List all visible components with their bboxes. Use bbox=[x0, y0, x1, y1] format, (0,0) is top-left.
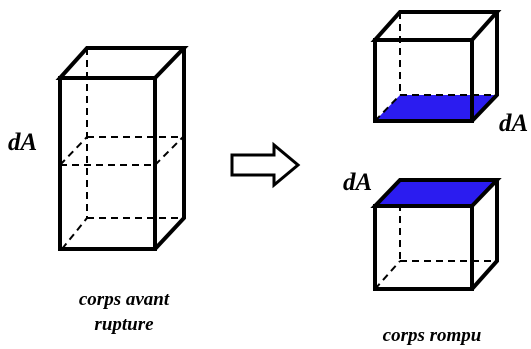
upper-side-edges bbox=[470, 12, 499, 123]
intact-top-face bbox=[55, 46, 189, 80]
caption-after: corps rompu bbox=[383, 325, 482, 346]
caption-before-line-1: corps avant bbox=[79, 289, 170, 310]
section-plane-right-edge bbox=[154, 136, 184, 166]
caption-before-line-2: rupture bbox=[94, 314, 154, 335]
area-label-lower-fragment: dA bbox=[343, 169, 372, 196]
fracture-surface-lower bbox=[375, 180, 497, 206]
intact-body bbox=[55, 46, 189, 251]
right-arrow-icon bbox=[230, 141, 301, 189]
intact-hidden-bottom-depth-edge bbox=[61, 217, 88, 250]
intact-front-face bbox=[58, 76, 157, 251]
lower-side-edges bbox=[470, 180, 499, 291]
upper-front-face bbox=[373, 38, 474, 123]
lower-front-face bbox=[373, 204, 474, 291]
lower-fragment bbox=[370, 178, 502, 291]
upper-hidden-depth-edge bbox=[374, 94, 401, 122]
upper-fragment bbox=[370, 10, 502, 123]
upper-top-face bbox=[370, 10, 502, 42]
area-label-intact: dA bbox=[8, 129, 37, 156]
fracture-surface-upper bbox=[375, 95, 497, 121]
area-label-upper-fragment: dA bbox=[499, 110, 528, 137]
section-plane-left-edge bbox=[59, 136, 88, 166]
intact-side-edges bbox=[153, 48, 186, 251]
lower-hidden-depth-edge bbox=[374, 260, 401, 290]
